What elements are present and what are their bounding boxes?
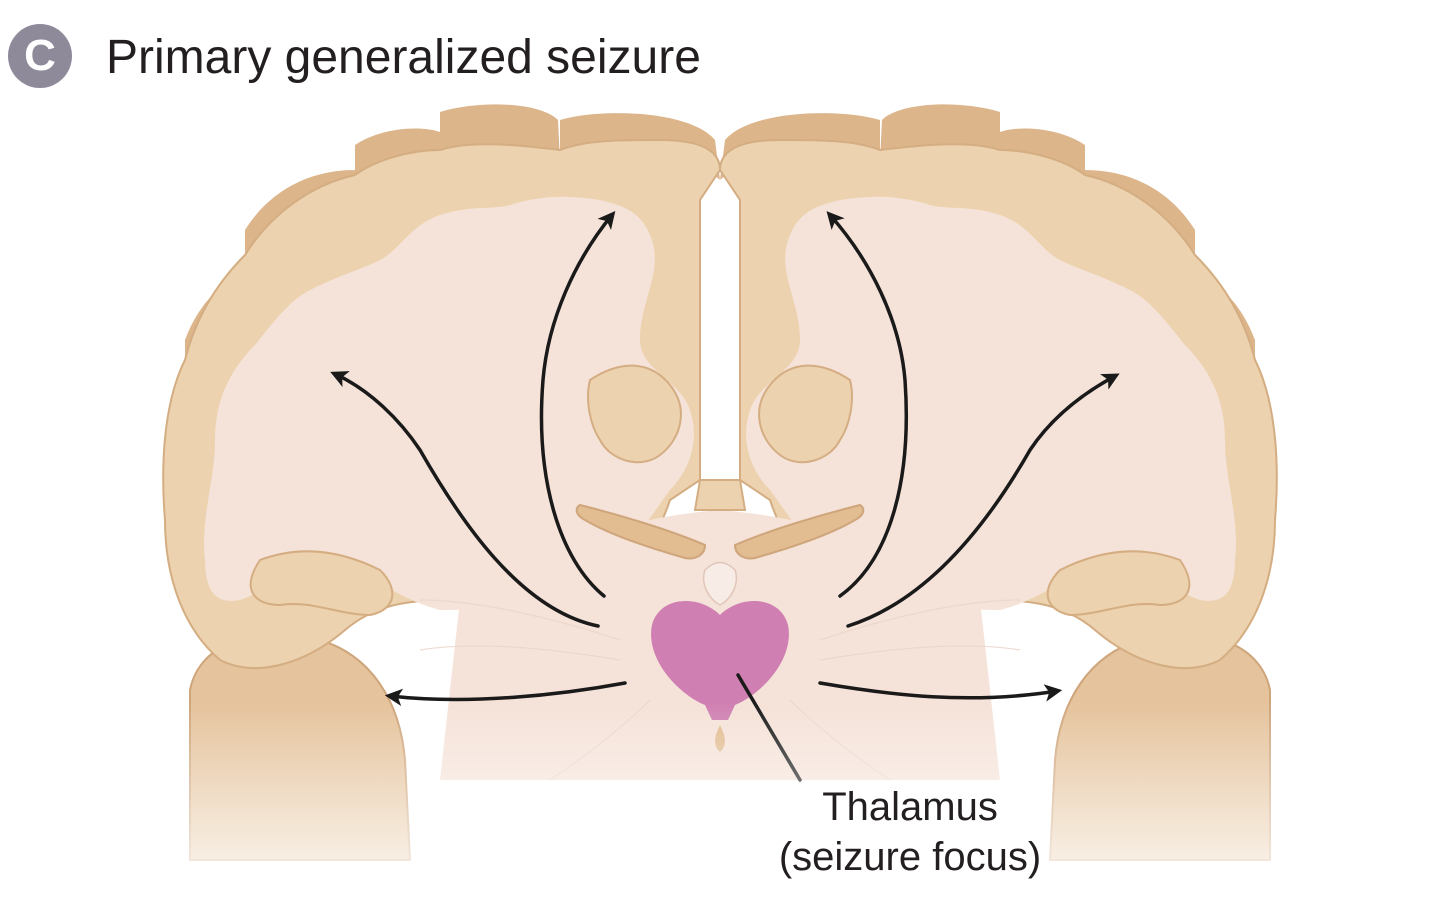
- thalamus-label-line1: Thalamus: [822, 785, 998, 829]
- left-insula-fold: [249, 550, 394, 617]
- panel-badge: C: [8, 24, 72, 88]
- arrow-right-upper: [846, 373, 1120, 628]
- right-ventricle: [733, 503, 865, 560]
- right-hemisphere: [718, 104, 1278, 669]
- lateral-ventricles: [575, 503, 865, 560]
- arrow-left-top: [539, 210, 616, 598]
- right-hemisphere-rim: [720, 104, 1255, 372]
- arrow-left-lower: [384, 681, 627, 707]
- arrow-right-lower: [818, 681, 1063, 702]
- panel-title: Primary generalized seizure: [106, 31, 701, 84]
- right-insula-fold: [1046, 550, 1191, 617]
- corpus-callosum: [693, 479, 747, 511]
- left-white-matter: [203, 196, 694, 610]
- right-white-matter: [746, 196, 1237, 610]
- left-hemisphere-rim: [185, 104, 720, 372]
- thalamus-label: Thalamus (seizure focus): [740, 782, 1080, 882]
- left-hemisphere: [162, 104, 722, 669]
- bottom-fade: [0, 700, 1440, 921]
- thalamus-shape-icon: [651, 601, 789, 720]
- arrow-right-top: [826, 211, 909, 598]
- left-ventricle: [575, 503, 707, 560]
- right-medial-fold: [758, 364, 853, 464]
- arrow-left-upper: [330, 371, 600, 628]
- thalamus-label-line2: (seizure focus): [778, 835, 1042, 879]
- fornix: [703, 561, 737, 606]
- left-medial-fold: [587, 364, 682, 464]
